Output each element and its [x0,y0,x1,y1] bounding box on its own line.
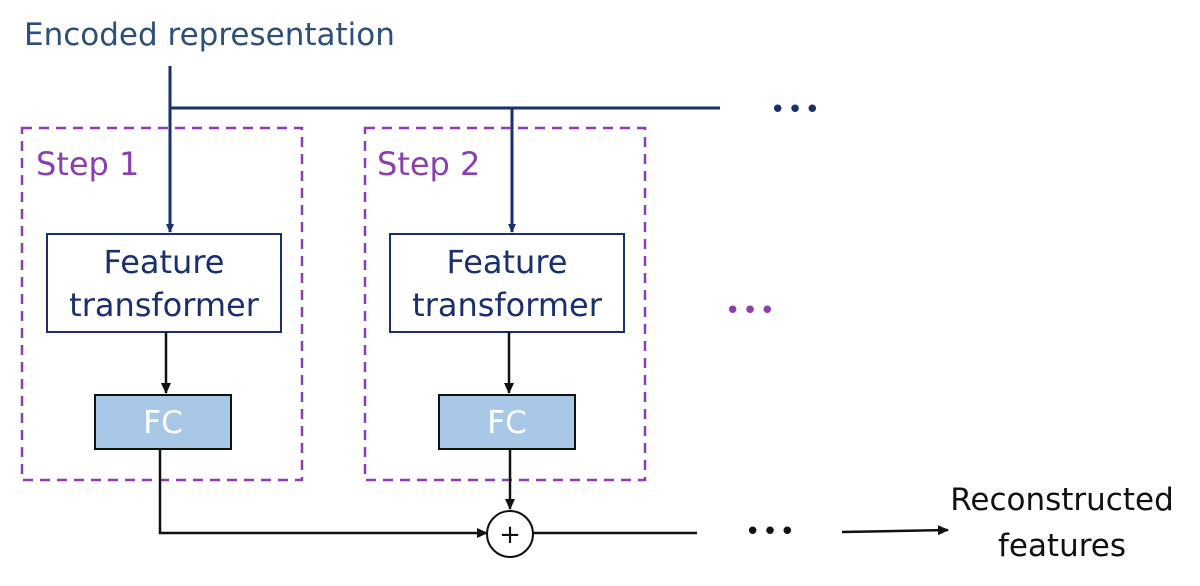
step1-fc-label: FC [143,405,182,441]
step2-block-line2: transformer [412,286,603,324]
output-label-line2: features [998,528,1126,564]
step2-feature-transformer [389,233,625,333]
step1-box [20,126,304,482]
step2-label: Step 2 [377,145,480,183]
middle-ellipsis: ••• [725,296,777,326]
step2-box [363,126,647,482]
encoded-bus [166,66,720,233]
step2-block-line1: Feature [447,243,568,281]
step1-block-line1: Feature [104,243,225,281]
step2-fc-label: FC [487,405,526,441]
output-label-line1: Reconstructed [950,482,1174,518]
step1-fc-block [94,394,232,450]
step2-fc-block [438,394,576,450]
sum-node-symbol: + [499,520,521,550]
output-arrow [841,525,949,536]
top-ellipsis: ••• [770,95,822,125]
step1-to-adder [158,449,488,538]
bottom-ellipsis: ••• [745,517,797,547]
step1-label: Step 1 [36,145,139,183]
step1-feature-transformer [46,233,282,333]
step1-block-line2: transformer [69,286,260,324]
diagram-title: Encoded representation [24,17,395,53]
